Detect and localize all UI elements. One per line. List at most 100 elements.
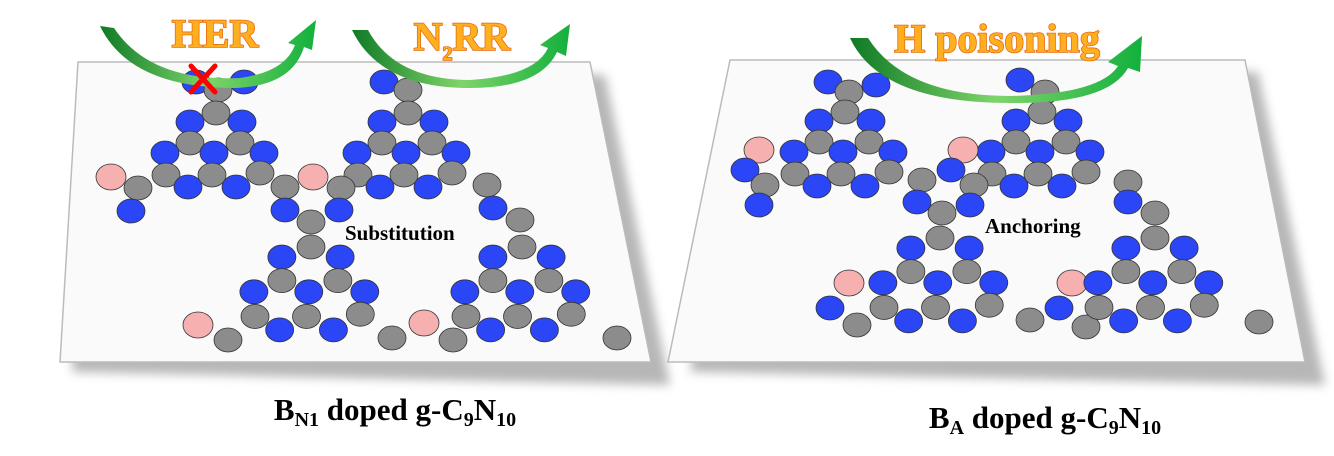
carbon-atom (225, 130, 255, 156)
nitrogen-atom (730, 157, 760, 183)
nitrogen-atom (979, 270, 1009, 296)
nitrogen-atom (365, 174, 395, 200)
nitrogen-atom (318, 317, 348, 343)
carbon-atom (534, 268, 564, 294)
boron-atom (947, 136, 979, 164)
carbon-atom (323, 268, 353, 294)
carbon-atom (197, 162, 227, 188)
carbon-atom (1051, 129, 1081, 155)
nitrogen-atom (936, 157, 966, 183)
carbon-atom (1027, 99, 1057, 125)
carbon-atom (1136, 295, 1165, 320)
nitrogen-atom (350, 279, 380, 305)
nitrogen-atom (1138, 270, 1168, 296)
carbon-atom (1001, 129, 1031, 155)
carbon-atom (438, 327, 468, 353)
carbon-atom (240, 304, 270, 329)
nitrogen-atom (227, 109, 257, 135)
nitrogen-atom (413, 174, 443, 200)
carbon-atom (389, 162, 419, 188)
carbon-atom (377, 325, 407, 351)
carbon-atom (437, 160, 467, 186)
nitrogen-atom (850, 173, 880, 199)
boron-atom (297, 163, 329, 191)
nitrogen-atom (1001, 108, 1031, 134)
carbon-atom (123, 175, 153, 201)
carbon-atom (556, 301, 586, 327)
carbon-atom (270, 174, 300, 200)
carbon-atom (804, 129, 834, 155)
carbon-atom (869, 295, 899, 320)
nitrogen-atom (779, 139, 809, 165)
nitrogen-atom (861, 72, 891, 98)
left-lattice (95, 69, 632, 353)
carbon-atom (451, 304, 481, 329)
her-label: HER (172, 11, 260, 56)
nitrogen-atom (1194, 270, 1224, 296)
h-poisoning-arrow (850, 36, 1142, 104)
nitrogen-atom (294, 279, 324, 305)
nitrogen-atom (324, 197, 354, 223)
nitrogen-atom (999, 173, 1029, 199)
carbon-atom (602, 325, 632, 351)
carbon-atom (1167, 259, 1197, 285)
carbon-atom (907, 167, 937, 193)
carbon-atom (1071, 159, 1101, 185)
nitrogen-atom (476, 317, 506, 343)
nitrogen-atom (116, 198, 146, 224)
nitrogen-atom (948, 308, 977, 334)
boron-atom (95, 163, 127, 191)
boron-atom (1056, 269, 1088, 297)
nitrogen-atom (828, 139, 858, 165)
nitrogen-atom (1163, 308, 1192, 334)
nitrogen-atom (478, 195, 508, 221)
anchoring-label: Anchoring (985, 214, 1081, 238)
blocked-x-icon (188, 63, 218, 95)
carbon-atom (925, 225, 955, 251)
nitrogen-atom (744, 192, 774, 218)
nitrogen-atom (199, 140, 229, 166)
carbon-atom (267, 268, 297, 294)
nitrogen-atom (868, 270, 898, 296)
carbon-atom (417, 130, 447, 156)
nitrogen-atom (1025, 139, 1055, 165)
carbon-atom (952, 259, 982, 285)
nitrogen-atom (561, 279, 591, 305)
nitrogen-atom (1109, 308, 1139, 334)
nitrogen-atom (536, 244, 566, 270)
nitrogen-atom (221, 174, 251, 200)
carbon-atom (780, 161, 810, 187)
nitrogen-atom (802, 173, 832, 199)
nitrogen-atom (530, 317, 559, 343)
carbon-atom (874, 159, 904, 185)
nitrogen-atom (976, 139, 1006, 165)
carbon-atom (292, 304, 321, 329)
nitrogen-atom (478, 244, 508, 270)
nitrogen-atom (1111, 235, 1141, 261)
n2rr-arrow (352, 24, 570, 88)
carbon-atom (1189, 292, 1219, 318)
carbon-atom (201, 100, 231, 126)
carbon-atom (245, 160, 275, 186)
carbon-atom (1071, 314, 1101, 340)
nitrogen-atom (239, 279, 269, 305)
carbon-atom (296, 234, 326, 260)
nitrogen-atom (804, 108, 834, 134)
carbon-atom (367, 130, 397, 156)
nitrogen-atom (955, 192, 985, 218)
nitrogen-atom (1169, 235, 1199, 261)
carbon-atom (326, 175, 356, 201)
carbon-atom (1015, 307, 1045, 333)
nitrogen-atom (856, 108, 886, 134)
nitrogen-atom (1047, 173, 1077, 199)
carbon-atom (842, 312, 872, 338)
nitrogen-atom (1053, 108, 1083, 134)
nitrogen-atom (419, 109, 449, 135)
substitution-label: Substitution (345, 221, 455, 245)
carbon-atom (830, 99, 860, 125)
carbon-atom (1140, 200, 1170, 226)
nitrogen-atom (505, 279, 535, 305)
nitrogen-atom (270, 197, 300, 223)
carbon-atom (507, 234, 537, 260)
carbon-atom (1244, 309, 1274, 335)
